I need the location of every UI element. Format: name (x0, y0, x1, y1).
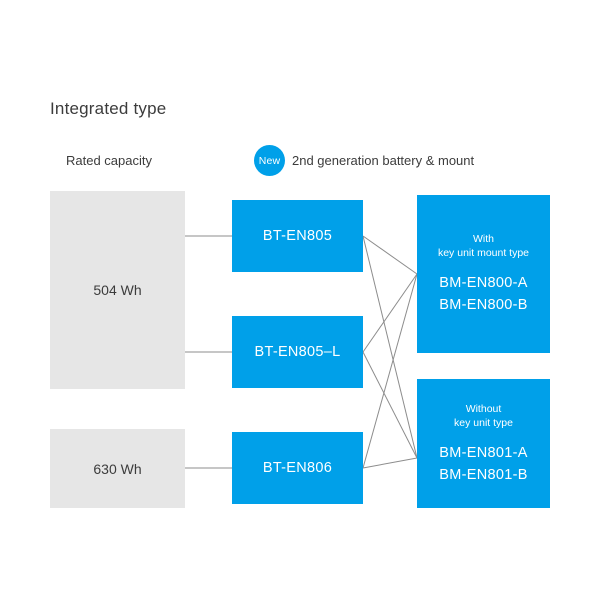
mount-code-b: BM-EN801-B (439, 466, 528, 483)
new-badge: New (254, 145, 285, 176)
capacity-box-504: 504 Wh (50, 191, 185, 389)
generation-legend-label: 2nd generation battery & mount (292, 153, 475, 168)
mount-code-a: BM-EN801-A (439, 444, 528, 461)
battery-box-bt-en805: BT-EN805 (232, 200, 363, 272)
mount-subtitle-line1: With (473, 233, 494, 245)
mount-subtitle-line2: key unit mount type (437, 247, 530, 259)
battery-label: BT-EN805 (262, 228, 333, 244)
mount-subtitle-line2: key unit type (454, 416, 513, 429)
capacity-box-630: 630 Wh (50, 429, 185, 508)
capacity-label: 504 Wh (93, 282, 142, 298)
mount-subtitle-line1: Without (465, 402, 502, 415)
battery-label: BT-EN805–L (254, 344, 341, 360)
capacity-label: 630 Wh (93, 460, 142, 477)
mount-subtitle: Without key unit type (454, 402, 513, 430)
battery-label: BT-EN806 (262, 460, 333, 476)
mount-code-a: BM-EN800-A (439, 275, 528, 291)
mount-box-bm-en800: With key unit mount type BM-EN800-A BM-E… (417, 195, 550, 353)
mount-box-bm-en801: Without key unit type BM-EN801-A BM-EN80… (417, 379, 550, 508)
mount-subtitle: With key unit mount type (438, 232, 529, 260)
rated-capacity-label: Rated capacity (66, 153, 152, 168)
mount-code-b: BM-EN800-B (439, 297, 528, 313)
page-title: Integrated type (50, 99, 167, 118)
battery-box-bt-en805-l: BT-EN805–L (232, 316, 363, 388)
battery-box-bt-en806: BT-EN806 (232, 432, 363, 504)
